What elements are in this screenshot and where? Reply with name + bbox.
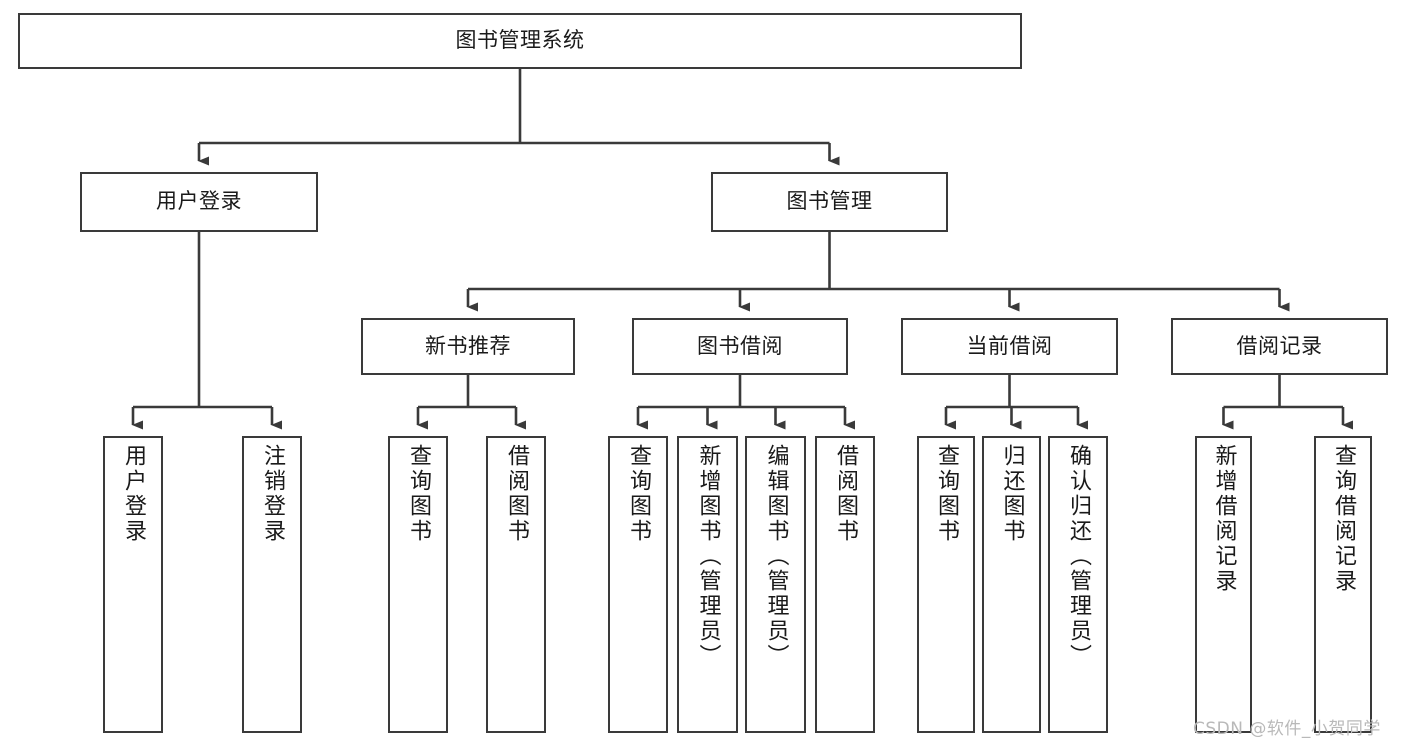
node-new-book-recommend[interactable]: 新书推荐 bbox=[361, 318, 575, 375]
node-label: 借阅记录 bbox=[1236, 333, 1323, 358]
node-label: 用户登录 bbox=[156, 189, 242, 214]
node-label: 归还图书 bbox=[999, 444, 1025, 544]
node-leaf-user-login[interactable]: 用户登录 bbox=[103, 436, 163, 733]
node-leaf-borrow-book-2[interactable]: 借阅图书 bbox=[815, 436, 875, 733]
node-user-login[interactable]: 用户登录 bbox=[80, 172, 318, 232]
node-book-manage[interactable]: 图书管理 bbox=[711, 172, 948, 232]
node-label: 注销登录 bbox=[260, 444, 285, 544]
node-leaf-edit-book[interactable]: 编辑图书（管理员） bbox=[745, 436, 806, 733]
node-label: 新增图书（管理员） bbox=[695, 444, 721, 669]
node-leaf-confirm-return[interactable]: 确认归还（管理员） bbox=[1048, 436, 1108, 733]
node-label: 查询图书 bbox=[934, 444, 959, 544]
node-label: 当前借阅 bbox=[966, 333, 1053, 358]
node-root[interactable]: 图书管理系统 bbox=[18, 13, 1022, 69]
node-label: 图书管理系统 bbox=[455, 28, 585, 53]
node-current-borrow[interactable]: 当前借阅 bbox=[901, 318, 1118, 375]
node-label: 借阅图书 bbox=[504, 444, 529, 544]
node-leaf-add-record[interactable]: 新增借阅记录 bbox=[1195, 436, 1252, 733]
node-leaf-borrow-book-1[interactable]: 借阅图书 bbox=[486, 436, 546, 733]
node-label: 编辑图书（管理员） bbox=[763, 444, 789, 669]
node-label: 图书管理 bbox=[786, 189, 873, 214]
node-label: 图书借阅 bbox=[697, 333, 783, 358]
node-leaf-query-book-1[interactable]: 查询图书 bbox=[388, 436, 448, 733]
node-leaf-logout[interactable]: 注销登录 bbox=[242, 436, 302, 733]
node-label: 用户登录 bbox=[121, 444, 146, 544]
node-label: 新书推荐 bbox=[425, 333, 511, 358]
node-label: 查询借阅记录 bbox=[1331, 444, 1356, 594]
node-borrow-record[interactable]: 借阅记录 bbox=[1171, 318, 1388, 375]
node-leaf-return-book[interactable]: 归还图书 bbox=[982, 436, 1041, 733]
node-leaf-query-book-2[interactable]: 查询图书 bbox=[608, 436, 668, 733]
node-label: 借阅图书 bbox=[833, 444, 858, 544]
node-label: 确认归还（管理员） bbox=[1066, 444, 1091, 669]
node-leaf-add-book[interactable]: 新增图书（管理员） bbox=[677, 436, 738, 733]
csdn-watermark: CSDN @软件_小贺同学 bbox=[1193, 719, 1381, 739]
node-label: 新增借阅记录 bbox=[1211, 444, 1237, 594]
node-leaf-query-book-3[interactable]: 查询图书 bbox=[917, 436, 975, 733]
node-label: 查询图书 bbox=[626, 444, 651, 544]
node-leaf-query-record[interactable]: 查询借阅记录 bbox=[1314, 436, 1372, 733]
node-book-borrow[interactable]: 图书借阅 bbox=[632, 318, 848, 375]
node-label: 查询图书 bbox=[406, 444, 431, 544]
